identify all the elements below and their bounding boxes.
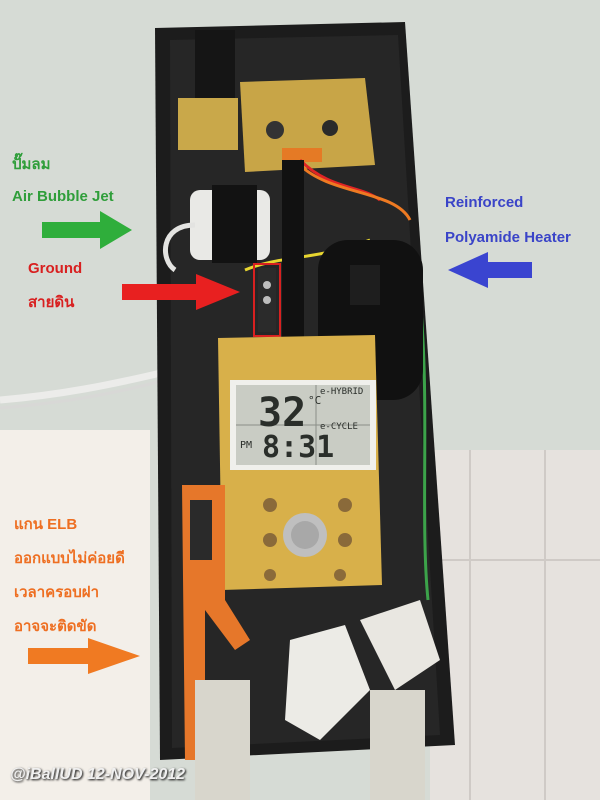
transformer-coil [178, 98, 238, 150]
lcd-mode-hybrid: e-HYBRID [320, 387, 364, 397]
green-arrow [42, 211, 132, 249]
air-tube [162, 222, 196, 273]
red-arrow [122, 274, 240, 310]
elb-label-line4: อาจจะติดขัด [14, 618, 97, 635]
lcd-time: 8:31 [262, 430, 335, 465]
wire-orange [298, 163, 412, 221]
air-pump-label-thai: ปั๊มลม [12, 156, 51, 173]
ground-screw [263, 281, 271, 289]
relay [282, 148, 322, 162]
pcb-button [263, 533, 277, 547]
lcd-temperature-unit: °C [308, 394, 322, 407]
water-inlet-valve [195, 680, 250, 800]
orange-arrow [28, 638, 140, 674]
heater-label-line2: Polyamide Heater [445, 229, 571, 246]
elb-label-line1: แกน ELB [14, 516, 78, 533]
air-pump-coil [212, 185, 257, 263]
elb-switch [190, 500, 212, 560]
watermark: @iBallUD 12-NOV-2012 [10, 766, 186, 783]
elb-label-line2: ออกแบบไม่ค่อยดี [14, 550, 125, 567]
wall-tiles [430, 450, 600, 800]
pcb-button [338, 498, 352, 512]
air-pump-label: Air Bubble Jet [12, 188, 114, 205]
top-pcb [240, 78, 375, 172]
ground-label-thai: สายดิน [28, 294, 75, 311]
ground-terminal-highlight [253, 263, 281, 337]
pcb-button [263, 498, 277, 512]
flow-valve [360, 600, 440, 690]
lcd-period: PM [240, 440, 253, 451]
coin-battery-inner [291, 521, 319, 549]
capacitor [322, 120, 338, 136]
lcd-mode-cycle: e-CYCLE [320, 422, 358, 432]
capacitor [266, 121, 284, 139]
elb-label-line3: เวลาครอบฝา [14, 584, 99, 601]
lcd-temperature: 32 [258, 390, 307, 436]
ground-screw [263, 296, 271, 304]
pcb-button [334, 569, 346, 581]
pcb-button [264, 569, 276, 581]
wall-shadow [0, 430, 150, 800]
heater-label-line1: Reinforced [445, 194, 524, 211]
water-outlet-valve [370, 690, 425, 800]
ground-label: Ground [28, 260, 83, 277]
pcb-button [338, 533, 352, 547]
pressure-switch [285, 625, 370, 740]
ribbon-cable [282, 160, 304, 340]
heater-fitting [350, 265, 380, 305]
blue-arrow [448, 252, 532, 288]
power-cable [0, 378, 166, 410]
power-cable [0, 368, 166, 404]
